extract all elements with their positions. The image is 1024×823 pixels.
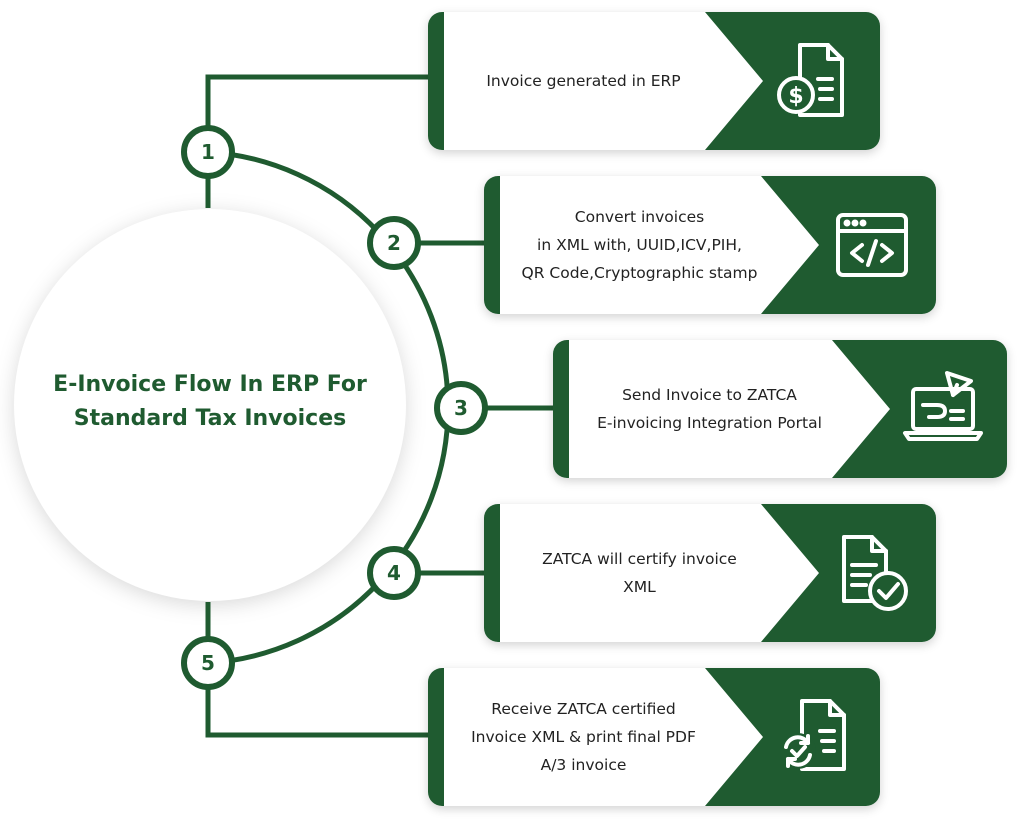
connector-5	[205, 602, 428, 738]
title-line-2: Standard Tax Invoices	[73, 406, 347, 431]
card-accent-bar	[428, 668, 444, 806]
step-card-5: Receive ZATCA certified Invoice XML & pr…	[428, 668, 880, 806]
card-icon-panel	[761, 504, 936, 642]
title-line-1: E-Invoice Flow In ERP For	[53, 372, 367, 397]
laptop-send-icon	[901, 367, 985, 451]
step-card-2: Convert invoices in XML with, UUID,ICV,P…	[484, 176, 936, 314]
card-accent-bar	[484, 504, 500, 642]
document-check-icon	[830, 531, 914, 615]
step-node-2: 2	[367, 216, 421, 270]
step-2-line-2: in XML with, UUID,ICV,PIH,	[537, 236, 742, 254]
step-text-3: Send Invoice to ZATCA E-invoicing Integr…	[587, 340, 832, 478]
code-window-icon	[830, 203, 914, 287]
step-5-line-1: Receive ZATCA certified	[491, 700, 676, 718]
step-4-line-2: XML	[623, 578, 656, 596]
step-number-1: 1	[201, 140, 215, 164]
step-1-line-1: Invoice generated in ERP	[486, 72, 681, 90]
step-number-3: 3	[454, 396, 468, 420]
step-3-line-1: Send Invoice to ZATCA	[622, 386, 797, 404]
card-icon-panel: $	[705, 12, 880, 150]
step-text-5: Receive ZATCA certified Invoice XML & pr…	[462, 668, 705, 806]
step-2-line-3: QR Code,Cryptographic stamp	[521, 264, 758, 282]
step-number-5: 5	[201, 651, 215, 675]
step-number-4: 4	[387, 561, 401, 585]
step-card-3: Send Invoice to ZATCA E-invoicing Integr…	[553, 340, 1007, 478]
step-text-1: Invoice generated in ERP	[462, 12, 705, 150]
step-3-line-2: E-invoicing Integration Portal	[597, 414, 822, 432]
step-number-2: 2	[387, 231, 401, 255]
step-text-2: Convert invoices in XML with, UUID,ICV,P…	[518, 176, 761, 314]
step-text-4: ZATCA will certify invoice XML	[518, 504, 761, 642]
step-node-5: 5	[181, 636, 235, 690]
step-2-line-1: Convert invoices	[574, 208, 705, 226]
step-node-1: 1	[181, 125, 235, 179]
svg-text:$: $	[788, 84, 803, 109]
invoice-dollar-icon: $	[774, 39, 858, 123]
document-sync-icon	[774, 695, 858, 779]
diagram-title: E-Invoice Flow In ERP For Standard Tax I…	[40, 368, 380, 436]
step-node-4: 4	[367, 546, 421, 600]
card-icon-panel	[705, 668, 880, 806]
center-circle	[14, 209, 406, 601]
card-icon-panel	[761, 176, 936, 314]
card-accent-bar	[553, 340, 569, 478]
step-card-1: Invoice generated in ERP $	[428, 12, 880, 150]
card-accent-bar	[484, 176, 500, 314]
connector-1	[205, 74, 428, 208]
card-accent-bar	[428, 12, 444, 150]
card-icon-panel	[832, 340, 1007, 478]
step-card-4: ZATCA will certify invoice XML	[484, 504, 936, 642]
step-node-3: 3	[434, 381, 488, 435]
step-5-line-3: A/3 invoice	[540, 756, 627, 774]
step-4-line-1: ZATCA will certify invoice	[542, 550, 737, 568]
step-5-line-2: Invoice XML & print final PDF	[471, 728, 696, 746]
